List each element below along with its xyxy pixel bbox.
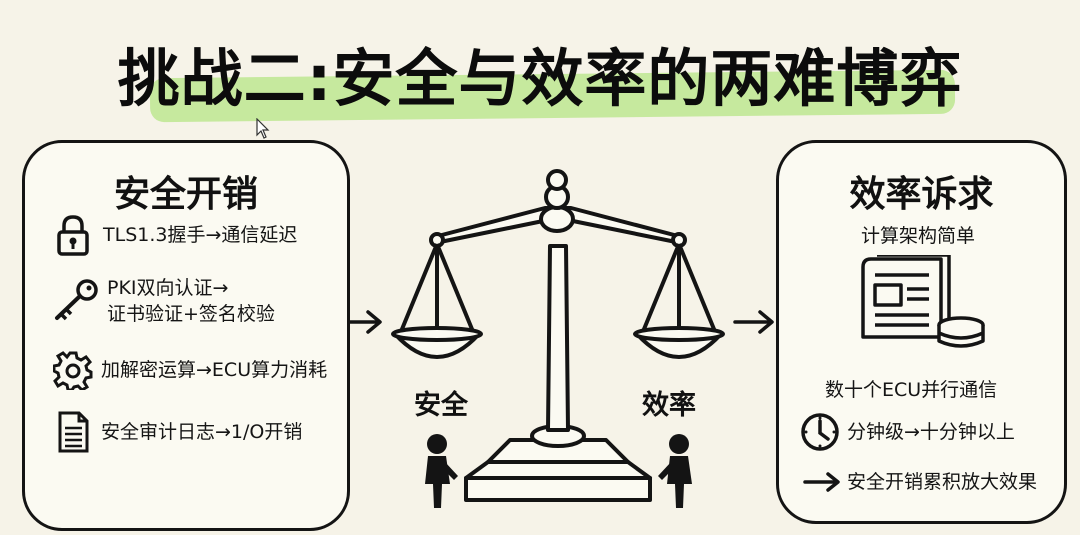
list-item: 安全开销累积放大效果	[803, 469, 1037, 495]
scale-right-label: 效率	[642, 390, 696, 421]
list-item-text: 安全审计日志→1/O开销	[101, 421, 303, 443]
list-item: TLS1.3握手→通信延迟	[55, 213, 297, 257]
key-icon	[55, 279, 98, 321]
left-arrow-icon	[345, 310, 382, 334]
list-item: PKI双向认证→ 证书验证+签名校验	[51, 275, 275, 327]
scale-left-label: 安全	[414, 390, 468, 421]
clock-icon	[801, 413, 839, 451]
document-icon	[58, 411, 89, 453]
right-arrow-icon	[733, 310, 774, 334]
list-item-text: 加解密运算→ECU算力消耗	[101, 359, 328, 381]
list-item-text: 计算架构简单	[861, 225, 976, 247]
list-item: 分钟级→十分钟以上	[799, 411, 1015, 453]
security-overhead-panel: 安全开销 TLS1.3握手→通信延迟 PKI双向认证→ 证书验证+签名校验	[22, 140, 350, 531]
lock-icon	[57, 215, 89, 256]
list-item-text: TLS1.3握手→通信延迟	[103, 224, 298, 246]
person-left-icon	[425, 434, 458, 508]
gear-icon	[53, 351, 93, 390]
newspaper-database-icon	[861, 255, 985, 348]
list-item: 安全审计日志→1/O开销	[57, 411, 302, 453]
panel-title: 效率诉求	[849, 174, 994, 215]
list-item: 加解密运算→ECU算力消耗	[53, 350, 327, 390]
balance-scale-icon	[391, 169, 725, 502]
list-item-text: 分钟级→十分钟以上	[847, 421, 1015, 443]
list-item-text: 证书验证+签名校验	[107, 303, 275, 325]
page-title: 挑战二:安全与效率的两难博弈	[117, 42, 963, 115]
list-item-text: PKI双向认证→	[107, 277, 229, 299]
person-right-icon	[658, 434, 692, 508]
list-item-text: 安全开销累积放大效果	[847, 471, 1038, 493]
mouse-cursor-icon	[256, 118, 270, 139]
efficiency-demand-panel: 效率诉求 计算架构简单 数十个ECU并行通信 分钟级→十分钟以上	[776, 140, 1067, 524]
panel-title: 安全开销	[113, 174, 258, 215]
arrow-right-icon	[803, 472, 840, 492]
title-area: 挑战二:安全与效率的两难博弈	[0, 18, 1080, 128]
list-item-text: 数十个ECU并行通信	[825, 379, 998, 401]
